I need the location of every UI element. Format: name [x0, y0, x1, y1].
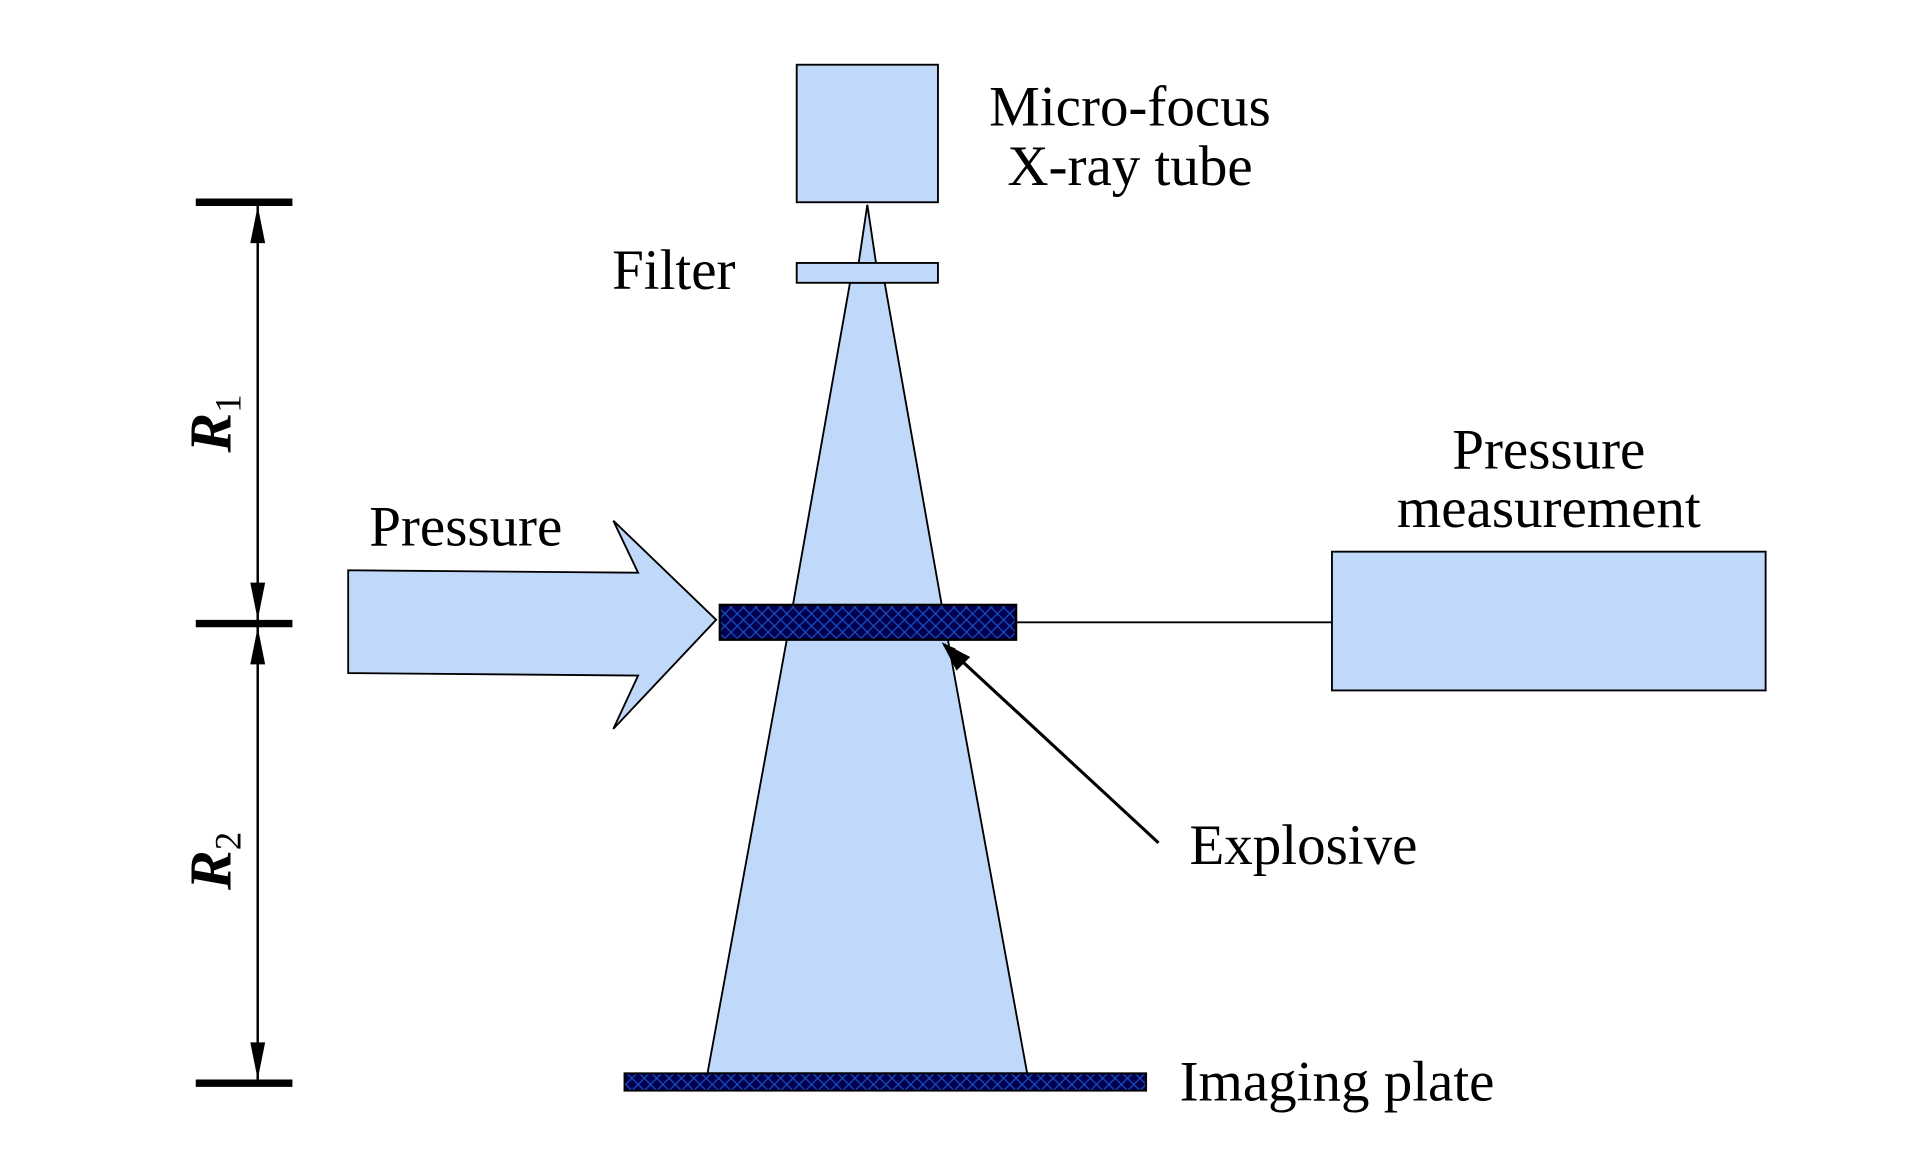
pressure-arrow [347, 520, 718, 730]
xray-beam-top [857, 204, 878, 264]
dimension-arrowheads [250, 205, 266, 1080]
filter [795, 262, 939, 284]
dimension-lines [195, 198, 293, 1087]
r2-label: R2 [177, 832, 249, 891]
imaging-plate-label: Imaging plate [1180, 1051, 1495, 1114]
pressure-measurement-label-2: measurement [1397, 477, 1701, 540]
r1-label: R1 [177, 394, 249, 453]
xray-tube [795, 63, 939, 204]
imaging-plate [623, 1072, 1148, 1092]
xray-tube-label-1: Micro-focus [989, 75, 1271, 138]
explosive [718, 603, 1018, 641]
filter-label: Filter [612, 239, 735, 302]
explosive-pointer-arrow [943, 643, 1160, 844]
arrowhead-icon [941, 642, 971, 671]
pressure-measurement-label-1: Pressure [1452, 419, 1645, 482]
pressure-label: Pressure [369, 495, 562, 558]
explosive-label: Explosive [1189, 814, 1417, 877]
pressure-measurement-box [1331, 550, 1767, 692]
xray-tube-label-2: X-ray tube [1007, 135, 1252, 198]
